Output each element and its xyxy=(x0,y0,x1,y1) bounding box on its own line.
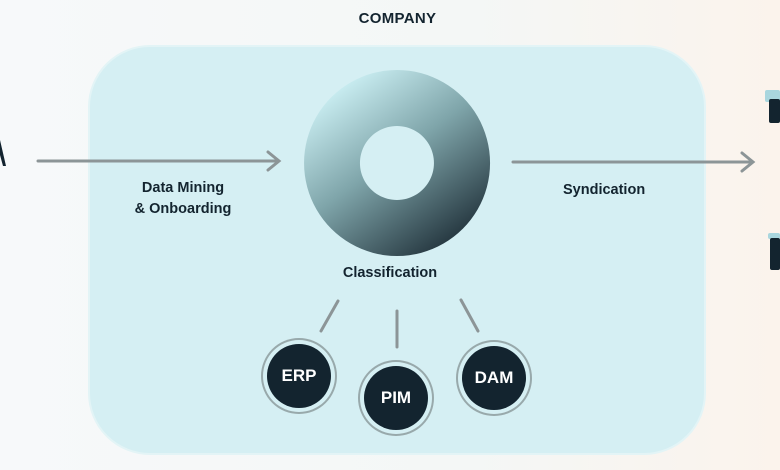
data-mining-label: Data Mining & Onboarding xyxy=(134,180,232,217)
left-partial-glyph xyxy=(0,140,6,166)
syndication-label: Syndication xyxy=(563,182,646,198)
erp-node: ERP xyxy=(267,344,331,408)
document-icon xyxy=(768,233,780,273)
classification-label: Classification xyxy=(342,265,438,281)
classification-ring xyxy=(304,70,491,256)
output-arrow xyxy=(511,151,756,173)
pim-node: PIM xyxy=(364,366,428,430)
dam-node: DAM xyxy=(462,346,526,410)
source-connectors xyxy=(319,298,480,349)
input-arrow xyxy=(36,150,282,172)
folder-icon xyxy=(765,85,780,130)
company-title: COMPANY xyxy=(358,10,437,27)
